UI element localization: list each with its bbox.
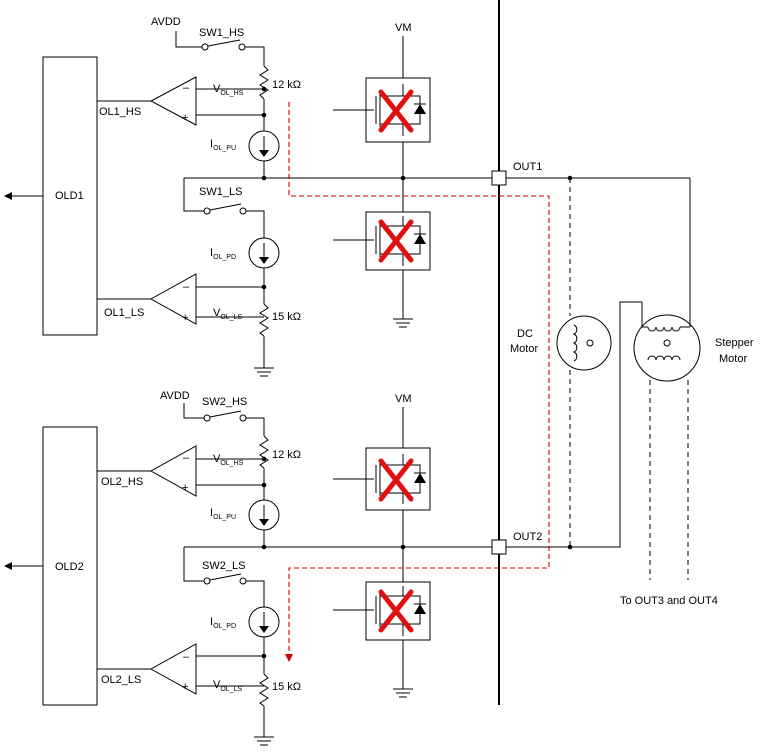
out1-label: OUT1 <box>513 161 542 173</box>
r-hs-label-2: 12 kΩ <box>272 449 301 461</box>
ground-icon <box>393 318 413 328</box>
current-source-icon <box>248 499 280 531</box>
fault-current-path <box>285 102 550 662</box>
ground-icon <box>254 367 274 377</box>
open-switch-icon <box>203 573 247 585</box>
comparator-icon <box>149 643 197 695</box>
stepper-motor-icon <box>633 302 701 382</box>
open-switch-icon <box>203 203 247 215</box>
comparator-minus: – <box>183 452 190 464</box>
mosfet-icon <box>333 447 431 511</box>
comparator-icon <box>149 76 197 126</box>
ipu-label-2: IOL_PU <box>210 507 236 521</box>
vol-hs-label-2: VOL_HS <box>213 453 244 467</box>
r-hs-label-1: 12 kΩ <box>272 79 301 91</box>
sw1-hs-label: SW1_HS <box>199 27 244 39</box>
vol-hs-label-1: VOL_HS <box>213 83 244 97</box>
mosfet-icon <box>333 581 431 641</box>
channel-2: OLD2 AVDD SW2_HS 12 kΩ – + OL2_HS VOL_HS… <box>4 301 642 746</box>
r-ls-label-2: 15 kΩ <box>272 681 301 693</box>
sw2-hs-label: SW2_HS <box>202 396 247 408</box>
ol1-hs-label: OL1_HS <box>99 106 141 118</box>
sw2-ls-label: SW2_LS <box>202 560 245 572</box>
avdd-label-1: AVDD <box>151 16 181 28</box>
ipd-label-1: IOL_PD <box>210 247 236 261</box>
ol1-ls-label: OL1_LS <box>104 307 144 319</box>
current-source-icon <box>248 130 280 162</box>
mosfet-icon <box>333 211 431 271</box>
ground-icon <box>254 736 274 746</box>
r-ls-label-1: 15 kΩ <box>272 311 301 323</box>
to-out34-label: To OUT3 and OUT4 <box>620 595 718 607</box>
old2-label: OLD2 <box>55 561 84 573</box>
vol-ls-label-2: VOL_LS <box>213 679 242 693</box>
open-switch-icon <box>201 39 246 51</box>
resistor-icon <box>259 435 269 469</box>
comparator-minus: – <box>183 82 190 94</box>
out2-label: OUT2 <box>513 531 542 543</box>
resistor-icon <box>259 673 269 707</box>
dc-motor-icon <box>556 178 612 547</box>
ipu-label-1: IOL_PU <box>210 138 236 152</box>
out1-pin <box>491 170 507 186</box>
comparator-minus: – <box>183 281 190 293</box>
ol2-ls-label: OL2_LS <box>101 674 141 686</box>
comparator-icon <box>149 273 197 325</box>
mosfet-icon <box>333 77 431 143</box>
stepper-label-1: Stepper <box>715 337 754 349</box>
vm-label-2: VM <box>395 393 412 405</box>
dc-motor-label-1: DC <box>517 328 533 340</box>
comparator-plus: + <box>182 482 188 494</box>
open-switch-icon <box>203 410 247 422</box>
comparator-plus: + <box>182 112 188 124</box>
comparator-plus: + <box>182 681 188 693</box>
out2-pin <box>491 539 507 555</box>
current-source-icon <box>248 606 280 638</box>
vol-ls-label-1: VOL_LS <box>213 307 242 321</box>
avdd-label-2: AVDD <box>160 390 190 402</box>
old1-label: OLD1 <box>55 190 84 202</box>
stepper-label-2: Motor <box>719 353 747 365</box>
ground-icon <box>393 688 413 698</box>
dc-motor-label-2: Motor <box>510 343 538 355</box>
sw1-ls-label: SW1_LS <box>199 186 242 198</box>
vm-label-1: VM <box>395 22 412 34</box>
current-source-icon <box>248 237 280 269</box>
ipd-label-2: IOL_PD <box>210 616 236 630</box>
resistor-icon <box>259 303 269 337</box>
comparator-icon <box>149 445 197 497</box>
channel-1: OLD1 AVDD SW1_HS 12 kΩ – + OL1_HS VOL_HS <box>4 16 690 377</box>
ol2-hs-label: OL2_HS <box>101 476 143 488</box>
comparator-plus: + <box>182 312 188 324</box>
comparator-minus: – <box>183 651 190 663</box>
resistor-icon <box>259 65 269 100</box>
